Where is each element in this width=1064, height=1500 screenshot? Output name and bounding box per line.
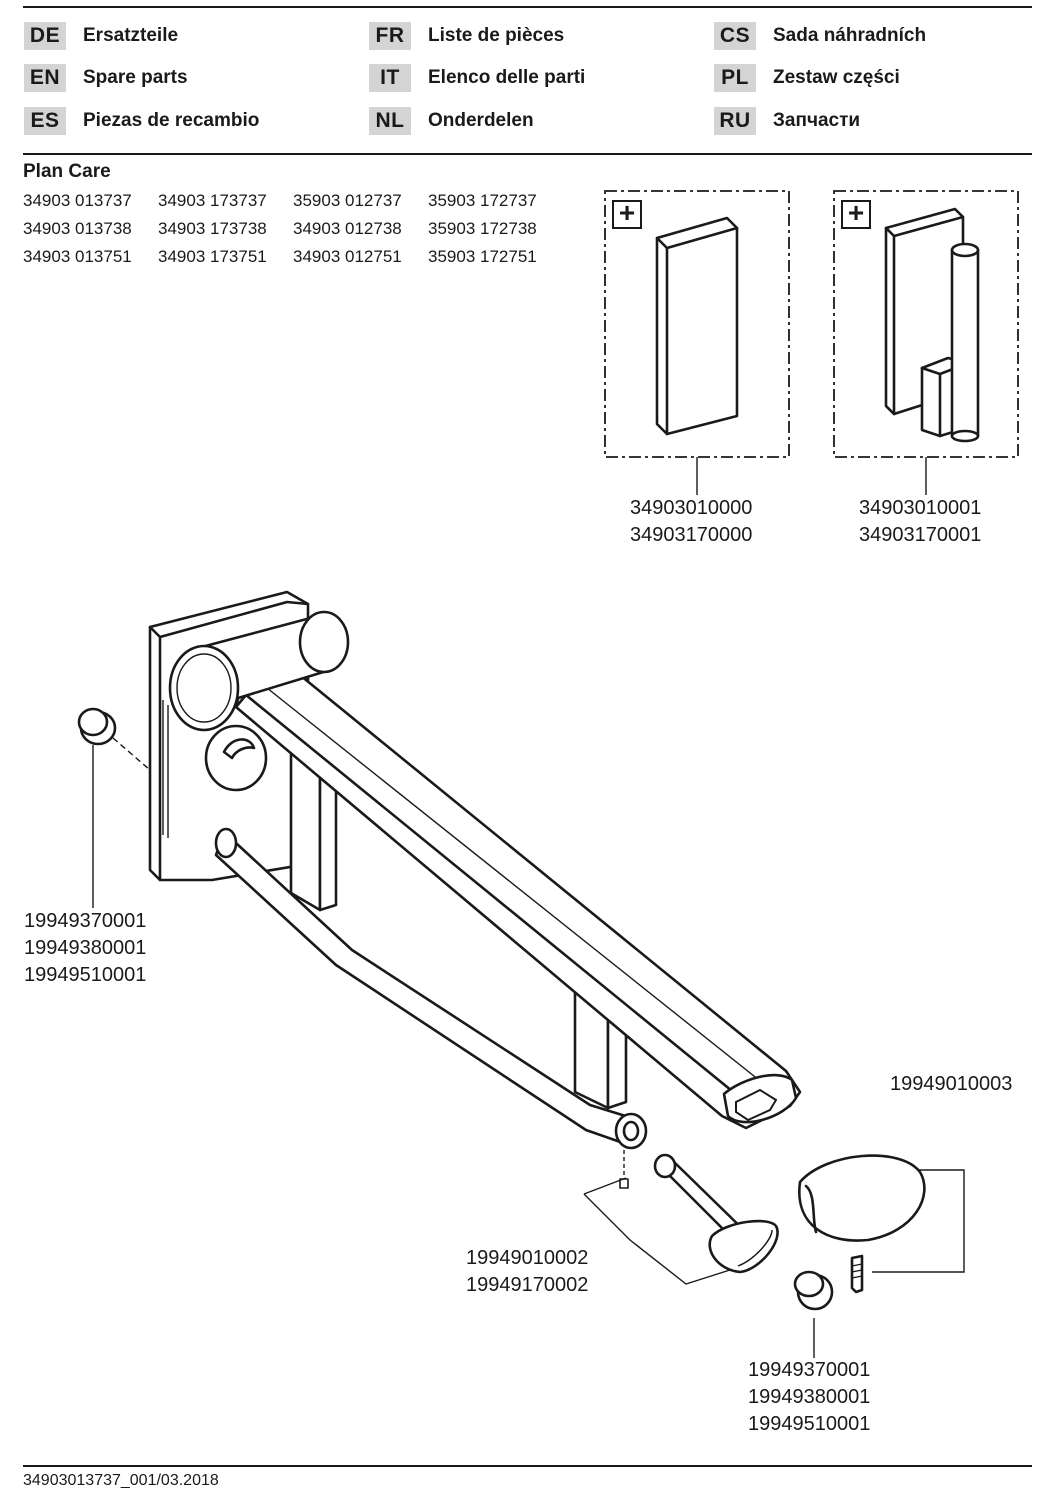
article-number: 34903 173737 — [158, 191, 267, 210]
lang-label: Elenco delle parti — [428, 67, 586, 88]
part-number: 34903170000 — [630, 524, 753, 546]
lang-de: DE Ersatzteile — [24, 22, 178, 50]
lang-code: EN — [24, 64, 66, 92]
plus-icon: + — [618, 197, 636, 228]
small-end-cap — [793, 1270, 834, 1358]
part-number: 34903010000 — [630, 497, 753, 519]
pin-part-numbers: 19949010002 19949170002 — [466, 1245, 588, 1299]
header-rule — [23, 153, 1032, 155]
lang-label: Ersatzteile — [83, 25, 179, 46]
accessory-1-part-numbers: 34903010000 34903170000 — [630, 495, 752, 549]
end-cap — [798, 1154, 965, 1273]
lang-fr: FR Liste de pièces — [369, 22, 564, 50]
lang-label: Sada náhradních — [773, 25, 927, 46]
article-number: 35903 172738 — [428, 219, 537, 238]
lang-code: NL — [369, 107, 411, 135]
part-number: 19949510001 — [24, 964, 147, 986]
part-number: 19949510001 — [748, 1413, 871, 1435]
part-number: 19949010003 — [890, 1073, 1013, 1095]
lang-ru: RU Запчасти — [714, 107, 860, 135]
accessory-2-part-numbers: 34903010001 34903170001 — [859, 495, 981, 549]
fixing-screw — [850, 1254, 864, 1294]
accessory-box-cover-plate — [604, 190, 790, 495]
part-number: 19949010002 — [466, 1247, 589, 1269]
lang-code: ES — [24, 107, 66, 135]
grab-bar-assembly — [148, 590, 802, 1150]
lang-code: CS — [714, 22, 756, 50]
end-cap-part-numbers: 19949010003 — [890, 1071, 1012, 1098]
lang-label: Запчасти — [773, 110, 861, 131]
top-rule — [23, 6, 1032, 8]
lang-nl: NL Onderdelen — [369, 107, 534, 135]
part-number: 19949380001 — [748, 1386, 871, 1408]
lang-label: Piezas de recambio — [83, 110, 260, 131]
article-number: 35903 172737 — [428, 191, 537, 210]
article-number: 35903 172751 — [428, 247, 537, 266]
lang-label: Spare parts — [83, 67, 188, 88]
lang-code: PL — [714, 64, 756, 92]
lang-code: DE — [24, 22, 66, 50]
document-id: 34903013737_001/03.2018 — [23, 1472, 219, 1489]
lang-cs: CS Sada náhradních — [714, 22, 926, 50]
article-number: 34903 012738 — [293, 219, 402, 238]
left-cap-part-numbers: 19949370001 19949380001 19949510001 — [24, 908, 146, 989]
set-screw — [619, 1150, 629, 1189]
hinge-pin — [583, 1153, 779, 1285]
lang-code: FR — [369, 22, 411, 50]
lang-code: RU — [714, 107, 756, 135]
article-number: 35903 012737 — [293, 191, 402, 210]
part-number: 19949370001 — [748, 1359, 871, 1381]
left-end-cap — [77, 707, 151, 908]
small-cap-part-numbers: 19949370001 19949380001 19949510001 — [748, 1357, 870, 1438]
article-number: 34903 013737 — [23, 191, 132, 210]
article-number: 34903 013751 — [23, 247, 132, 266]
article-number: 34903 173751 — [158, 247, 267, 266]
article-number: 34903 013738 — [23, 219, 132, 238]
lang-label: Onderdelen — [428, 110, 534, 131]
article-number: 34903 173738 — [158, 219, 267, 238]
part-number: 34903010001 — [859, 497, 982, 519]
plus-icon: + — [847, 197, 865, 228]
lang-code: IT — [369, 64, 411, 92]
lang-pl: PL Zestaw części — [714, 64, 900, 92]
part-number: 19949170002 — [466, 1274, 589, 1296]
lang-it: IT Elenco delle parti — [369, 64, 585, 92]
part-number: 34903170001 — [859, 524, 982, 546]
footer-rule — [23, 1465, 1032, 1467]
lang-en: EN Spare parts — [24, 64, 188, 92]
lang-label: Zestaw części — [773, 67, 900, 88]
part-number: 19949380001 — [24, 937, 147, 959]
lang-es: ES Piezas de recambio — [24, 107, 259, 135]
product-title: Plan Care — [23, 161, 111, 182]
part-number: 19949370001 — [24, 910, 147, 932]
accessory-box-paper-holder — [833, 190, 1019, 495]
lang-label: Liste de pièces — [428, 25, 565, 46]
article-number: 34903 012751 — [293, 247, 402, 266]
